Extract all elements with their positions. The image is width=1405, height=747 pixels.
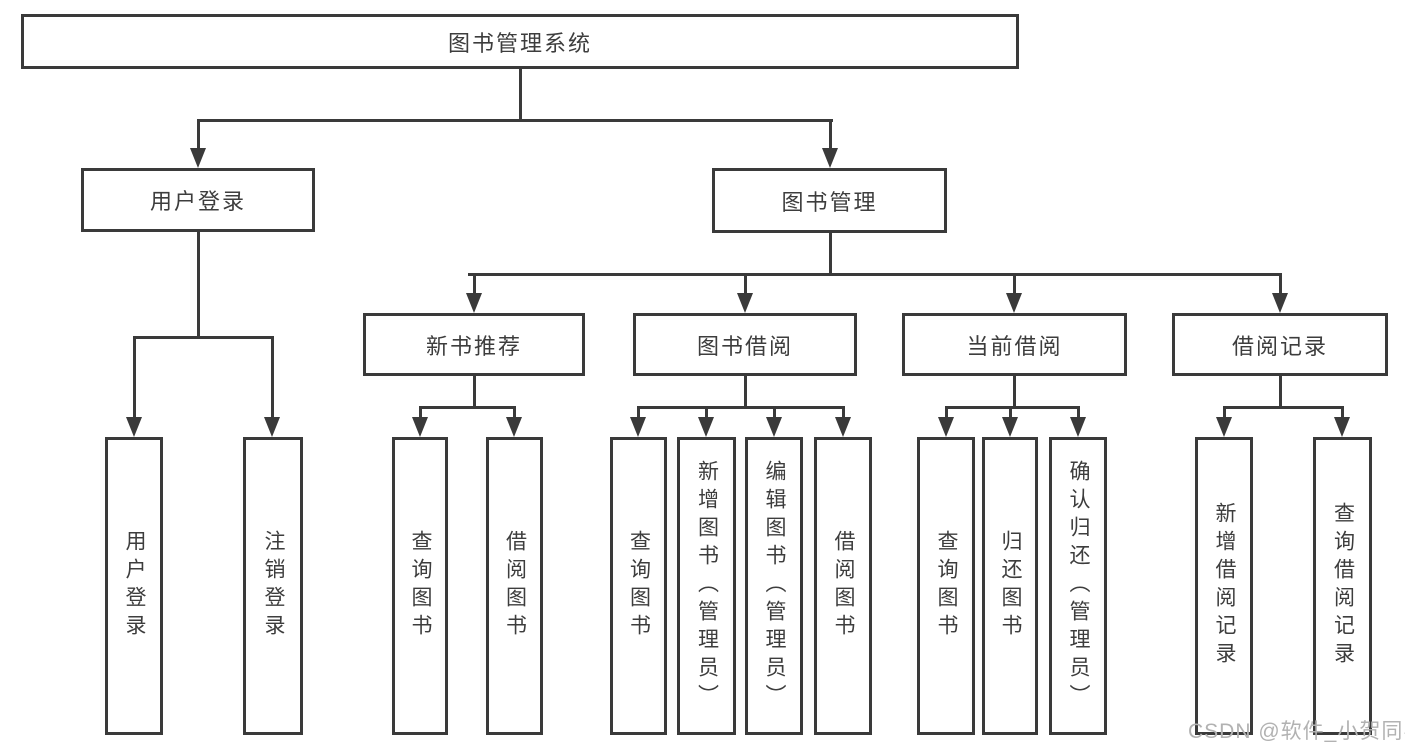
leaf-current-confirm-return-admin: 确认归还（管理员） xyxy=(1049,437,1107,735)
arrowhead-l3-borrow xyxy=(737,293,753,313)
arrowhead-l3-new xyxy=(466,293,482,313)
connector-current-stem xyxy=(1013,376,1016,406)
leaf-new-query-books: 查询图书 xyxy=(392,437,448,735)
connector-user-bar xyxy=(133,336,274,339)
connector-record-bar xyxy=(1223,406,1344,409)
node-book-borrowing: 图书借阅 xyxy=(633,313,857,376)
leaf-borrow-add-books-admin: 新增图书（管理员） xyxy=(677,437,736,735)
arrowhead-record-leaf1 xyxy=(1216,417,1232,437)
connector-l3-borrow-drop xyxy=(744,273,747,295)
connector-borrow-leaf3-drop xyxy=(773,406,776,419)
csdn-watermark: CSDN @软件_小贺同学 xyxy=(1188,720,1405,743)
connector-current-bar xyxy=(945,406,1079,409)
leaf-user-login: 用户登录 xyxy=(105,437,163,735)
node-new-book-recommend: 新书推荐 xyxy=(363,313,585,376)
connector-book-drop xyxy=(829,119,832,150)
leaf-record-query-record: 查询借阅记录 xyxy=(1313,437,1372,735)
arrowhead-borrow-leaf2 xyxy=(698,417,714,437)
connector-book-bar xyxy=(468,273,1282,276)
connector-book-stem xyxy=(829,233,832,273)
connector-borrow-leaf2-drop xyxy=(705,406,708,419)
connector-l3-current-drop xyxy=(1013,273,1016,295)
connector-borrow-stem xyxy=(744,376,747,406)
node-user-login: 用户登录 xyxy=(81,168,315,232)
arrowhead-new-leaf1 xyxy=(412,417,428,437)
connector-record-stem xyxy=(1279,376,1282,406)
leaf-record-add-record: 新增借阅记录 xyxy=(1195,437,1253,735)
connector-borrow-leaf1-drop xyxy=(637,406,640,419)
arrowhead-l3-current xyxy=(1006,293,1022,313)
leaf-current-return-books: 归还图书 xyxy=(982,437,1038,735)
arrowhead-user xyxy=(190,148,206,168)
arrowhead-borrow-leaf1 xyxy=(630,417,646,437)
node-borrowing-records: 借阅记录 xyxy=(1172,313,1388,376)
connector-borrow-leaf4-drop xyxy=(842,406,845,419)
leaf-current-query-books: 查询图书 xyxy=(917,437,975,735)
connector-record-leaf2-drop xyxy=(1341,406,1344,419)
node-current-borrowing: 当前借阅 xyxy=(902,313,1127,376)
connector-root-stem xyxy=(519,69,522,119)
leaf-logout: 注销登录 xyxy=(243,437,303,735)
node-root: 图书管理系统 xyxy=(21,14,1019,69)
connector-user-leaf1-drop xyxy=(133,336,136,417)
arrowhead-borrow-leaf3 xyxy=(766,417,782,437)
arrowhead-book xyxy=(822,148,838,168)
connector-l3-new-drop xyxy=(473,273,476,295)
connector-new-bar xyxy=(419,406,516,409)
arrowhead-current-leaf1 xyxy=(938,417,954,437)
connector-current-leaf1-drop xyxy=(945,406,948,419)
leaf-borrow-query-books: 查询图书 xyxy=(610,437,667,735)
connector-new-stem xyxy=(473,376,476,406)
connector-borrow-bar xyxy=(637,406,844,409)
connector-user-drop xyxy=(197,119,200,150)
leaf-borrow-edit-books-admin: 编辑图书（管理员） xyxy=(745,437,803,735)
connector-current-leaf3-drop xyxy=(1077,406,1080,419)
leaf-new-borrow-books: 借阅图书 xyxy=(486,437,543,735)
connector-record-leaf1-drop xyxy=(1223,406,1226,419)
arrowhead-record-leaf2 xyxy=(1334,417,1350,437)
node-book-management: 图书管理 xyxy=(712,168,947,233)
arrowhead-current-leaf2 xyxy=(1002,417,1018,437)
connector-l3-record-drop xyxy=(1279,273,1282,295)
arrowhead-new-leaf2 xyxy=(506,417,522,437)
connector-user-stem xyxy=(197,232,200,336)
arrowhead-l3-record xyxy=(1272,293,1288,313)
arrowhead-current-leaf3 xyxy=(1070,417,1086,437)
leaf-borrow-borrow-books: 借阅图书 xyxy=(814,437,872,735)
arrowhead-user-leaf1 xyxy=(126,417,142,437)
arrowhead-user-leaf2 xyxy=(264,417,280,437)
connector-root-bar xyxy=(197,119,833,122)
arrowhead-borrow-leaf4 xyxy=(835,417,851,437)
connector-user-leaf2-drop xyxy=(271,336,274,417)
connector-new-leaf1-drop xyxy=(419,406,422,419)
connector-current-leaf2-drop xyxy=(1009,406,1012,419)
connector-new-leaf2-drop xyxy=(513,406,516,419)
